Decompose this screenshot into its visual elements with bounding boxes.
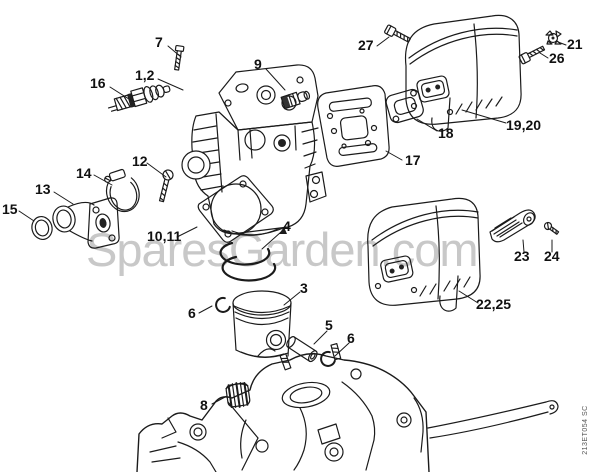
part-screw-24: [543, 221, 560, 235]
callout-muffler-screw-front: 26: [549, 50, 565, 66]
part-wrist-pin: [286, 336, 318, 363]
callout-spike-nut: 21: [567, 36, 583, 52]
part-piston-rings: [219, 241, 277, 282]
part-heat-shield: [317, 85, 390, 167]
callout-muffler-upper: 19,20: [506, 117, 542, 133]
callout-wrist-pin: 5: [325, 317, 333, 333]
part-clamp: [104, 168, 140, 213]
part-screw-7: [174, 44, 185, 71]
part-plug-9: [280, 90, 311, 110]
callout-plug: 9: [254, 56, 262, 72]
callout-cylinder-screw: 7: [155, 34, 163, 50]
callout-muffler-screw-upper: 27: [358, 37, 374, 53]
part-intake-manifold: [52, 197, 120, 249]
callout-arrester-screw: 24: [544, 248, 560, 264]
callout-base-gasket: 10,11: [147, 228, 182, 244]
callout-hose-clamp: 14: [76, 165, 92, 181]
part-spark-plug: [107, 84, 171, 112]
callout-cylinder: 1,2: [135, 67, 155, 83]
part-muffler-lower: [367, 197, 481, 312]
callout-circlip-left: 6: [188, 305, 196, 321]
part-muffler-upper: [404, 14, 522, 132]
callout-needle-bearing: 8: [200, 397, 208, 413]
document-code: 213ET054 SC: [582, 405, 589, 455]
part-piston: [232, 290, 292, 358]
part-base-gasket: [197, 175, 274, 243]
part-circlip-right: [320, 350, 336, 367]
callout-circlip-right: 6: [347, 330, 355, 346]
callout-spark-plug: 16: [90, 75, 106, 91]
part-exhaust-gasket: [385, 88, 424, 124]
callout-piston-rings: 4: [283, 218, 291, 234]
part-crankcase: [136, 343, 559, 472]
part-screw-12: [158, 169, 174, 203]
callout-muffler-lower: 22,25: [476, 296, 512, 312]
part-sealing-ring: [31, 215, 53, 241]
part-spike-nut: [545, 30, 562, 45]
leader-lines: [18, 36, 567, 405]
part-screw-26: [518, 45, 546, 65]
part-spark-arrester: [489, 209, 536, 243]
callout-piston: 3: [300, 280, 308, 296]
part-screw-27: [384, 24, 411, 43]
callout-heat-shield: 17: [405, 152, 421, 168]
part-circlip-left: [215, 296, 231, 313]
callout-sealing-ring: 15: [2, 201, 18, 217]
callout-spark-arrester: 23: [514, 248, 530, 264]
callout-manifold-screw: 12: [132, 153, 148, 169]
callout-exhaust-gasket: 18: [438, 125, 454, 141]
part-cylinder: [181, 64, 327, 236]
callout-intake-manifold: 13: [35, 181, 51, 197]
